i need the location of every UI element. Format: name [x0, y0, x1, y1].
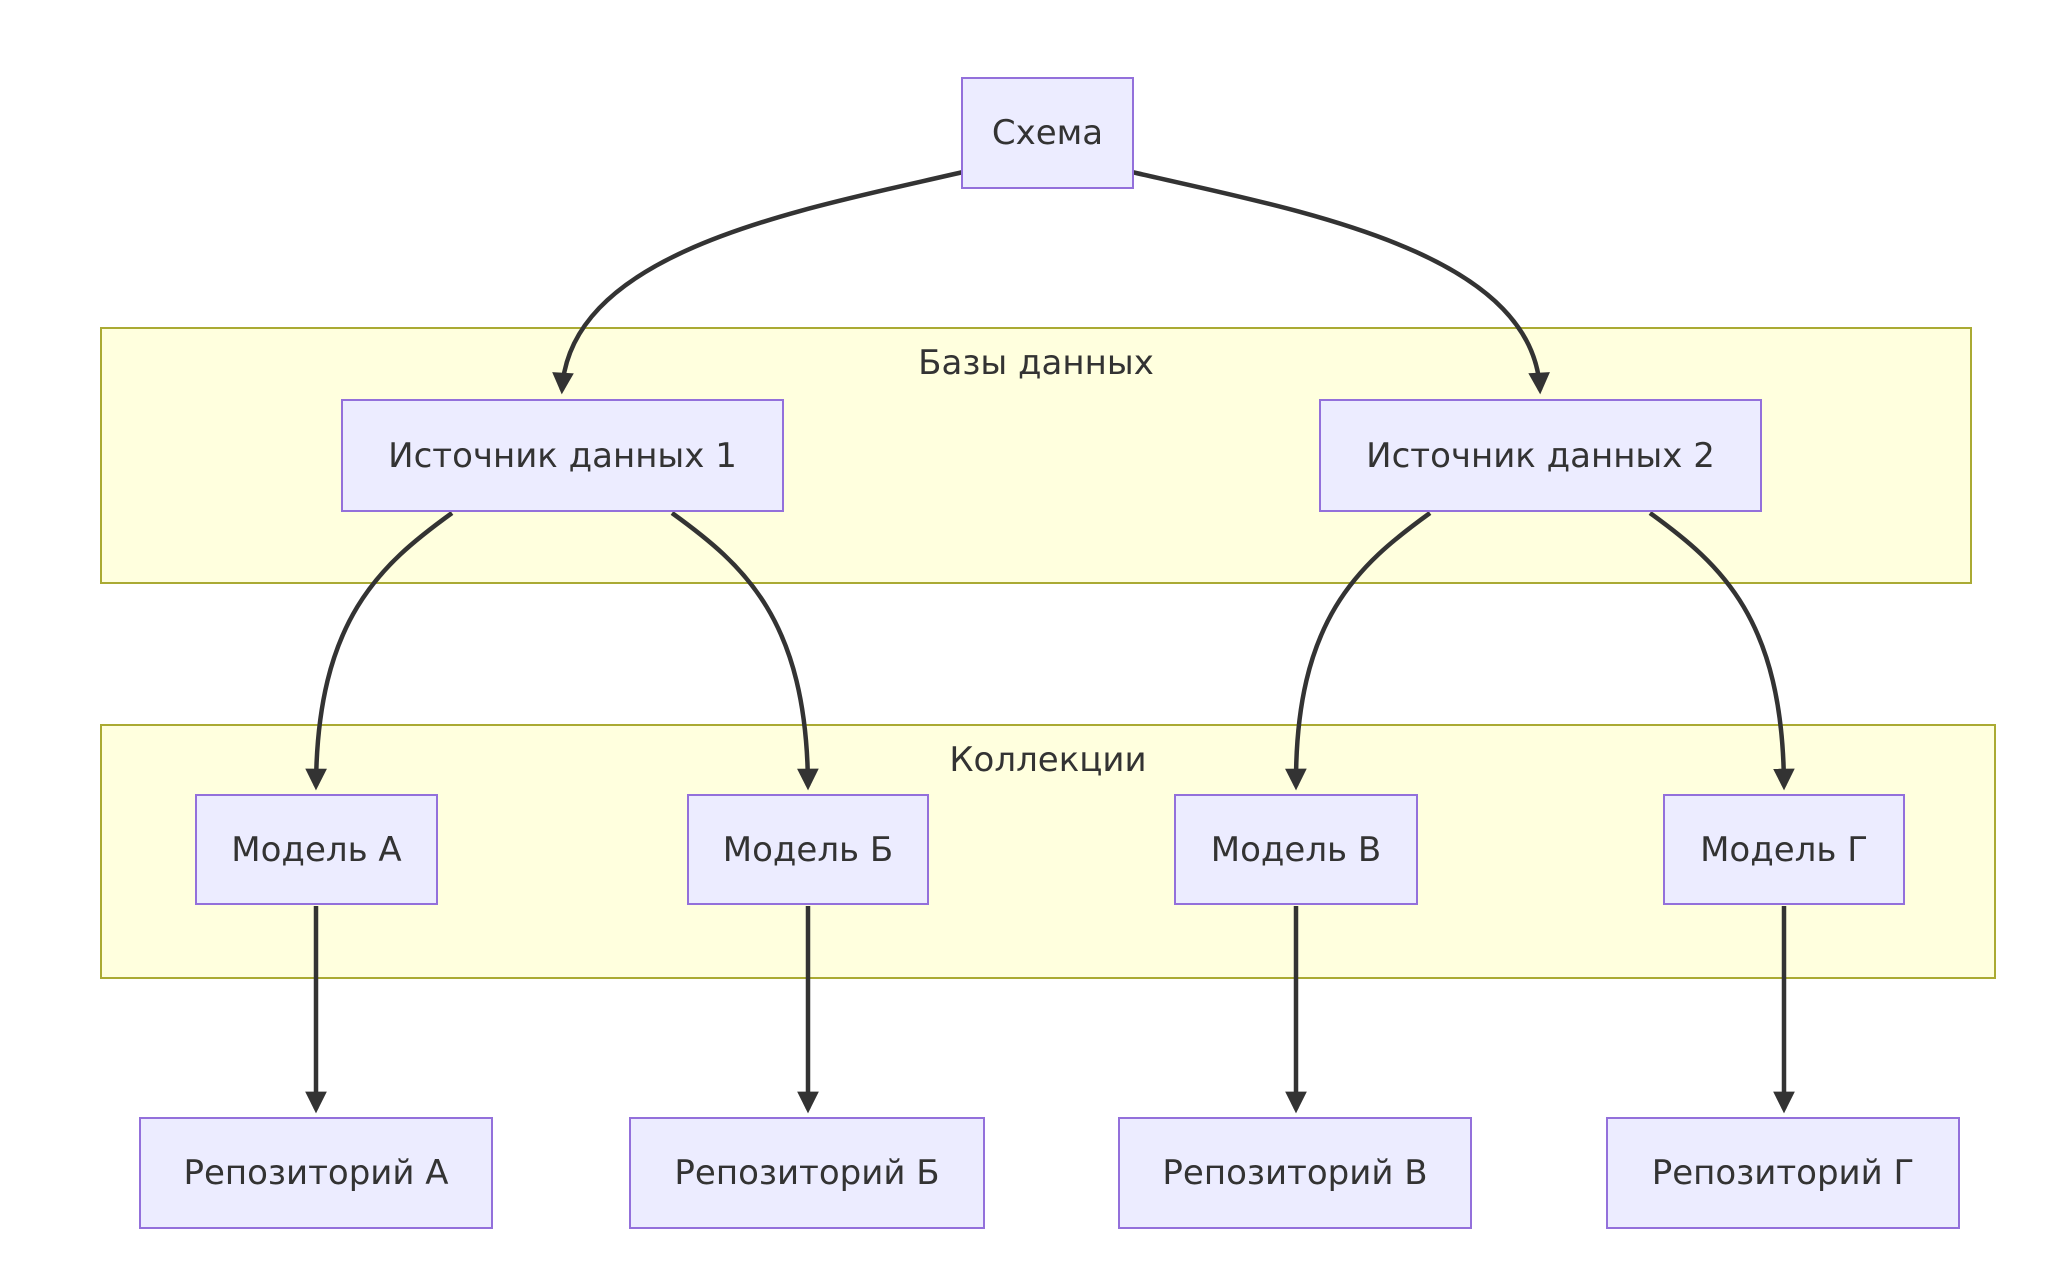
edge-ds2-model-v	[1285, 511, 1432, 791]
node-repository-a-label: Репозиторий А	[183, 1153, 449, 1193]
node-datasource-1: Источник данных 1	[341, 399, 784, 512]
node-datasource-2-label: Источник данных 2	[1366, 435, 1715, 476]
node-schema: Схема	[961, 77, 1134, 189]
cluster-databases-label: Базы данных	[918, 343, 1154, 383]
edge-schema-ds1	[552, 169, 964, 395]
node-model-b: Модель Б	[687, 794, 929, 905]
node-model-v: Модель В	[1174, 794, 1418, 905]
node-model-b-label: Модель Б	[722, 829, 894, 870]
node-repository-g-label: Репозиторий Г	[1651, 1153, 1915, 1193]
node-datasource-2: Источник данных 2	[1319, 399, 1762, 512]
node-model-a-label: Модель А	[231, 829, 402, 870]
edge-ds2-model-g	[1648, 511, 1795, 791]
node-repository-b: Репозиторий Б	[629, 1117, 985, 1229]
node-repository-g: Репозиторий Г	[1606, 1117, 1960, 1229]
edge-ds1-model-a	[305, 511, 454, 791]
edge-schema-ds2	[1131, 169, 1550, 395]
node-model-g-label: Модель Г	[1700, 829, 1868, 870]
node-repository-v: Репозиторий В	[1118, 1117, 1472, 1229]
node-model-g: Модель Г	[1663, 794, 1905, 905]
node-schema-label: Схема	[991, 113, 1104, 153]
node-datasource-1-label: Источник данных 1	[388, 435, 737, 476]
node-repository-v-label: Репозиторий В	[1162, 1153, 1428, 1193]
node-repository-b-label: Репозиторий Б	[674, 1153, 940, 1193]
node-repository-a: Репозиторий А	[139, 1117, 493, 1229]
edge-ds1-model-b	[670, 511, 819, 791]
node-model-a: Модель А	[195, 794, 438, 905]
cluster-collections-label: Коллекции	[949, 740, 1147, 780]
node-model-v-label: Модель В	[1210, 829, 1382, 870]
